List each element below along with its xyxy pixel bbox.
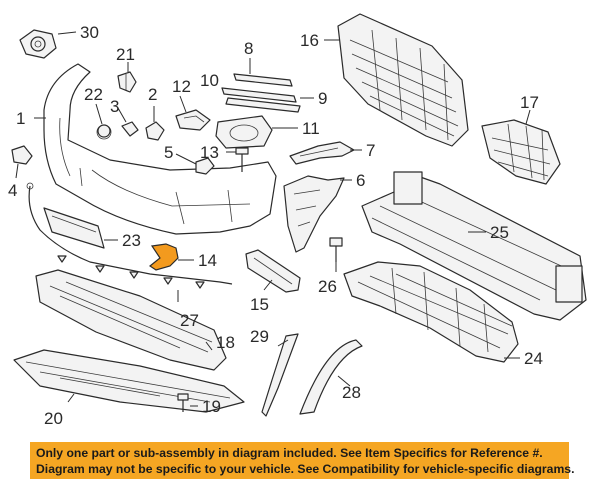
callout-2: 2 (148, 85, 157, 104)
part-15-bracket (245, 249, 301, 293)
callout-23: 23 (122, 231, 141, 250)
callout-28: 28 (342, 383, 361, 402)
part-3-clip (117, 107, 139, 137)
callout-29: 29 (250, 327, 269, 346)
callout-21: 21 (116, 45, 135, 64)
part-23-plate-bracket (43, 207, 118, 249)
part-12-bracket (175, 95, 211, 131)
part-13-bolt (226, 147, 249, 172)
callout-27: 27 (180, 311, 199, 330)
callout-7: 7 (366, 141, 375, 160)
callout-labels: 30 21 8 16 22 3 2 10 12 9 17 1 11 5 13 7… (8, 23, 543, 428)
part-9-trim-strip (225, 97, 314, 113)
callout-6: 6 (356, 171, 365, 190)
callout-18: 18 (216, 333, 235, 352)
callout-11: 11 (302, 119, 320, 138)
callout-30: 30 (80, 23, 99, 42)
part-26-bolt (329, 237, 343, 272)
part-30-sensor-bracket (19, 29, 77, 59)
callout-16: 16 (300, 31, 319, 50)
callout-26: 26 (318, 277, 337, 296)
part-11-fog-bezel (215, 115, 298, 149)
part-25-reinforcement (361, 171, 587, 321)
callout-14: 14 (198, 251, 217, 270)
callout-13: 13 (200, 143, 219, 162)
part-7-bracket (289, 141, 362, 165)
part-27-wiring (26, 182, 233, 302)
callout-5: 5 (164, 143, 173, 162)
callout-4: 4 (8, 181, 17, 200)
part-17-side-grille (481, 109, 561, 185)
callout-17: 17 (520, 93, 539, 112)
callout-3: 3 (110, 97, 119, 116)
callout-10: 10 (200, 71, 219, 90)
part-29-molding (261, 333, 299, 417)
callout-1: 1 (16, 109, 25, 128)
callout-12: 12 (172, 77, 191, 96)
callout-8: 8 (244, 39, 253, 58)
part-6-support (283, 175, 352, 253)
callout-24: 24 (524, 349, 543, 368)
callout-15: 15 (250, 295, 269, 314)
disclaimer-line-2: Diagram may not be specific to your vehi… (36, 462, 575, 476)
part-18-lower-shield (35, 269, 227, 371)
callout-9: 9 (318, 89, 327, 108)
parts-diagram: 30 21 8 16 22 3 2 10 12 9 17 1 11 5 13 7… (8, 13, 587, 428)
part-19-bolt (177, 393, 198, 412)
part-10-trim-strip (221, 87, 297, 103)
part-1-bumper-cover (34, 63, 277, 235)
part-14-highlighted (148, 243, 194, 271)
part-22-emblem (95, 103, 111, 138)
part-28-wheel-molding (299, 339, 363, 415)
disclaimer-banner: Only one part or sub-assembly in diagram… (30, 442, 575, 479)
callout-25: 25 (490, 223, 509, 242)
part-4-clip (11, 145, 33, 179)
part-5-cap (175, 153, 215, 175)
part-21-sensor (117, 62, 137, 93)
callout-20: 20 (44, 409, 63, 428)
part-8-trim-strip (233, 58, 293, 87)
part-2-bracket (145, 106, 165, 141)
callout-22: 22 (84, 85, 103, 104)
part-24-absorber (343, 261, 520, 363)
callout-19: 19 (202, 397, 221, 416)
disclaimer-line-1: Only one part or sub-assembly in diagram… (36, 446, 543, 460)
part-16-grille (324, 13, 469, 147)
